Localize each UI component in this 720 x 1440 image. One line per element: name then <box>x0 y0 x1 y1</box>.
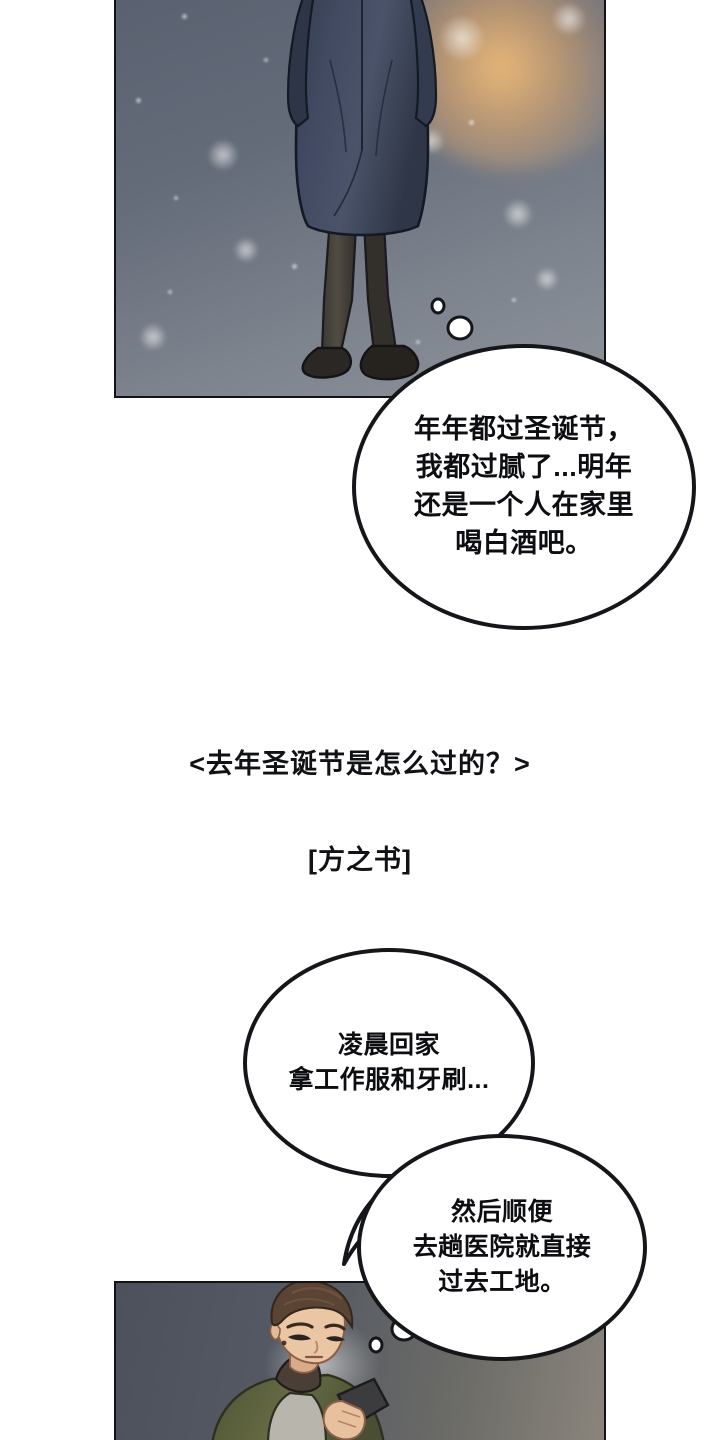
bokeh-dot-icon <box>440 16 484 60</box>
hand <box>322 1399 366 1440</box>
snowflake-icon <box>469 120 474 125</box>
narration-question: <去年圣诞节是怎么过的？> <box>189 749 531 779</box>
narration-speaker-name: [方之书] <box>308 845 412 875</box>
snowflake-icon <box>168 290 172 294</box>
snowflake-icon <box>416 340 420 344</box>
right-trouser-leg <box>362 220 398 354</box>
hair <box>270 1283 354 1331</box>
snowflake-icon <box>292 264 297 269</box>
bokeh-dot-icon <box>504 200 532 228</box>
bokeh-dot-icon <box>536 268 558 290</box>
snowflake-icon <box>136 98 141 103</box>
snowflake-icon <box>182 14 187 19</box>
finger-line <box>341 1410 361 1418</box>
bokeh-dot-icon <box>552 4 586 34</box>
man-looking-at-phone <box>211 1283 390 1440</box>
nose <box>313 1340 319 1354</box>
right-shoe <box>359 344 420 381</box>
left-eyebrow <box>286 1322 314 1329</box>
bubble-2-text: 凌晨回家 拿工作服和牙刷... <box>288 1031 490 1094</box>
bubble-3-text: 然后顺便 去趟医院就直接 过去工地。 <box>412 1198 592 1296</box>
thought-bubble-third: 然后顺便 去趟医院就直接 过去工地。 <box>357 1134 647 1361</box>
walking-person-back-view <box>286 0 438 381</box>
hair-strand <box>283 1298 335 1306</box>
hair-strand <box>291 1287 343 1300</box>
left-eye <box>288 1334 311 1341</box>
left-shoe <box>301 346 353 379</box>
left-trouser-leg <box>320 216 358 358</box>
coat-fold-line <box>329 59 347 153</box>
snowflake-icon <box>264 58 268 62</box>
bokeh-dot-icon <box>234 238 258 262</box>
right-sleeve <box>409 0 438 128</box>
mole <box>281 1340 287 1346</box>
bokeh-dot-icon <box>208 140 238 170</box>
coat-fold-line <box>333 149 363 217</box>
left-sleeve <box>286 0 315 128</box>
snowflake-icon <box>512 298 516 302</box>
snowflake-icon <box>174 196 178 200</box>
ear <box>269 1322 281 1341</box>
comic-panel-snow-street <box>114 0 606 398</box>
inner-shirt <box>267 1391 328 1440</box>
bubble-1-text: 年年都过圣诞节， 我都过腻了...明年 还是一个人在家里 喝白酒吧。 <box>414 414 634 558</box>
right-eye <box>326 1336 345 1342</box>
finger-line <box>337 1420 357 1428</box>
coat-fold-line <box>375 59 393 157</box>
bokeh-dot-icon <box>140 324 166 350</box>
thought-bubble-primary: 年年都过圣诞节， 我都过腻了...明年 还是一个人在家里 喝白酒吧。 <box>352 344 696 630</box>
right-eyebrow <box>324 1323 346 1331</box>
panel-artwork-top <box>116 0 604 396</box>
